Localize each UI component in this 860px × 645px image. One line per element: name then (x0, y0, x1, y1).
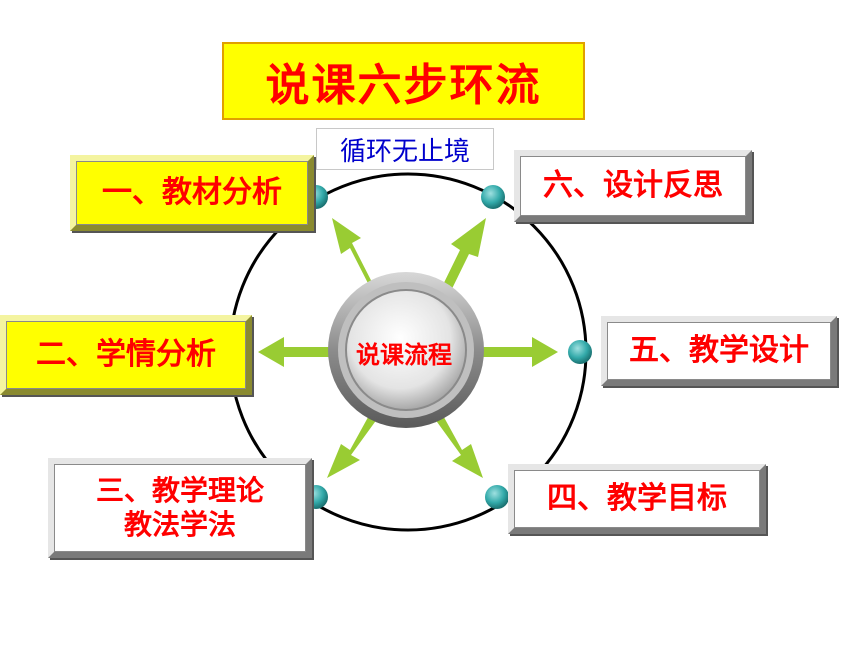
step-1-box: 一、教材分析 (70, 155, 314, 231)
step-6-box: 六、设计反思 (514, 150, 752, 222)
step-3-box: 三、教学理论 教法学法 (48, 458, 312, 558)
step-2-box: 二、学情分析 (0, 315, 252, 395)
node-step-6 (481, 185, 505, 209)
step-5-box: 五、教学设计 (601, 316, 837, 386)
arrow-lower-left (327, 410, 380, 478)
node-step-4 (485, 485, 509, 509)
step-2-label: 二、学情分析 (36, 337, 216, 372)
arrow-left (258, 337, 348, 367)
step-4-box: 四、教学目标 (508, 464, 766, 534)
arrow-right (468, 337, 558, 367)
subtitle-label: 循环无止境 (316, 128, 494, 170)
center-label: 说课流程 (356, 340, 452, 369)
diagram-title: 说课六步环流 (222, 42, 585, 120)
arrow-upper-right (437, 218, 486, 301)
step-3-label-line2: 教法学法 (123, 508, 236, 541)
step-3-label-line1: 三、教学理论 (95, 474, 264, 508)
step-4-label: 四、教学目标 (547, 481, 727, 516)
center-disc-inner (345, 289, 467, 411)
arrow-lower-right (432, 410, 483, 478)
arrow-upper-left (332, 218, 377, 297)
node-step-5 (568, 340, 592, 364)
step-1-label: 一、教材分析 (102, 175, 282, 210)
arrows (258, 218, 558, 478)
step-5-label: 五、教学设计 (629, 333, 809, 368)
step-6-label: 六、设计反思 (543, 168, 723, 203)
